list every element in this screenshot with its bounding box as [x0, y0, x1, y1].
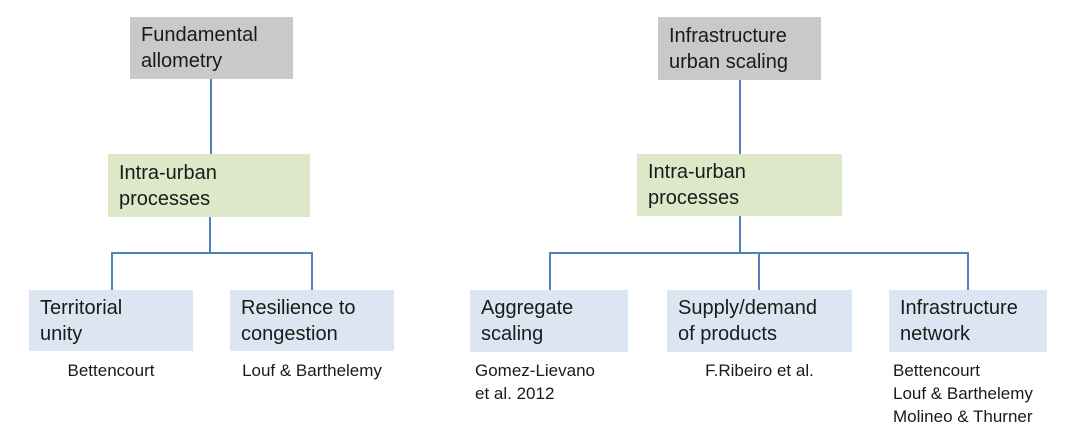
leaf-box-supply-demand-of-products: Supply/demand of products: [667, 290, 852, 352]
connector-drop-territorial-unity: [111, 252, 113, 290]
leaf-box-territorial-unity: Territorial unity: [29, 290, 193, 351]
leaf-label: Resilience to congestion: [241, 296, 356, 345]
connector-drop-infrastructure-network: [967, 252, 969, 290]
root-box-infrastructure-urban-scaling: Infrastructure urban scaling: [658, 17, 821, 80]
leaf-label: Supply/demand of products: [678, 297, 817, 345]
connector-root-to-mid: [210, 79, 212, 154]
connector-mid-stub: [209, 217, 211, 253]
connector-drop-supply-demand: [758, 252, 760, 290]
connector-root-to-mid: [739, 80, 741, 154]
mid-box-intra-urban-processes: Intra-urban processes: [637, 154, 842, 216]
leaf-box-resilience-to-congestion: Resilience to congestion: [230, 290, 394, 351]
leaf-box-aggregate-scaling: Aggregate scaling: [470, 290, 628, 352]
mid-box-intra-urban-processes: Intra-urban processes: [108, 154, 310, 217]
mid-label: Intra-urban processes: [648, 161, 746, 209]
leaf-label: Aggregate scaling: [481, 297, 574, 345]
citation-infrastructure-network-authors: Bettencourt Louf & Barthelemy Molineo & …: [893, 361, 1033, 426]
connector-rail: [111, 252, 313, 254]
citation-gomez-lievano: Gomez-Lievano et al. 2012: [475, 361, 596, 403]
citation-ribeiro: F.Ribeiro et al.: [705, 361, 814, 380]
mid-label: Intra-urban processes: [119, 161, 217, 210]
connector-mid-stub: [739, 216, 741, 253]
connector-drop-aggregate-scaling: [549, 252, 551, 290]
connector-drop-resilience: [311, 252, 313, 290]
root-label: Fundamental allometry: [141, 24, 258, 72]
leaf-label: Infrastructure network: [900, 297, 1018, 345]
citation-louf-barthelemy: Louf & Barthelemy: [242, 361, 382, 380]
leaf-label: Territorial unity: [40, 296, 123, 345]
root-label: Infrastructure urban scaling: [669, 24, 788, 73]
leaf-box-infrastructure-network: Infrastructure network: [889, 290, 1047, 352]
root-box-fundamental-allometry: Fundamental allometry: [130, 17, 293, 79]
citation-bettencourt: Bettencourt: [67, 361, 155, 380]
